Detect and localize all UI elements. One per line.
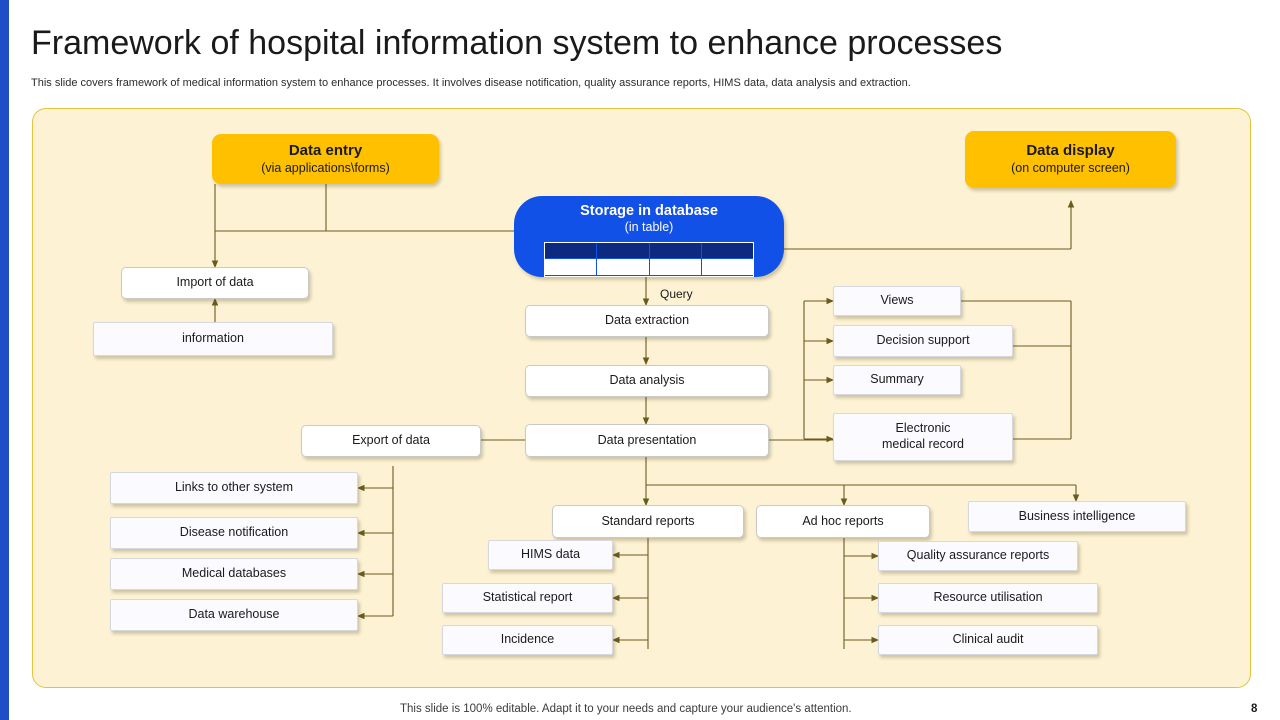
data-display-line1: Data display [1026, 142, 1115, 160]
incidence-label: Incidence [500, 632, 555, 647]
information-label: information [182, 331, 244, 346]
ad-hoc-reports-label: Ad hoc reports [802, 513, 884, 528]
node-views[interactable]: Views [833, 286, 961, 316]
node-data-analysis[interactable]: Data analysis [525, 365, 769, 397]
decision-support-label: Decision support [876, 333, 970, 348]
node-data-entry[interactable]: Data entry (via applications\forms) [212, 134, 439, 184]
medical-databases-label: Medical databases [181, 566, 287, 581]
data-warehouse-label: Data warehouse [188, 607, 280, 622]
node-export-of-data[interactable]: Export of data [301, 425, 481, 457]
quality-assurance-reports-label: Quality assurance reports [906, 548, 1050, 563]
statistical-report-label: Statistical report [482, 590, 573, 605]
data-analysis-label: Data analysis [609, 373, 685, 388]
data-presentation-label: Data presentation [597, 432, 697, 447]
node-data-warehouse[interactable]: Data warehouse [110, 599, 358, 631]
slide-footer: This slide is 100% editable. Adapt it to… [400, 703, 852, 715]
node-quality-assurance-reports[interactable]: Quality assurance reports [878, 541, 1078, 571]
node-data-presentation[interactable]: Data presentation [525, 424, 769, 457]
node-links-to-other-system[interactable]: Links to other system [110, 472, 358, 504]
export-of-data-label: Export of data [352, 433, 430, 448]
hims-data-label: HIMS data [520, 547, 581, 562]
left-accent-bar [0, 0, 9, 720]
node-clinical-audit[interactable]: Clinical audit [878, 625, 1098, 655]
node-medical-databases[interactable]: Medical databases [110, 558, 358, 590]
node-data-display[interactable]: Data display (on computer screen) [965, 131, 1176, 188]
business-intelligence-label: Business intelligence [1018, 508, 1136, 523]
views-label: Views [880, 293, 914, 308]
node-storage-in-database[interactable]: Storage in database (in table) [514, 196, 784, 277]
page-title: Framework of hospital information system… [31, 24, 1003, 62]
node-disease-notification[interactable]: Disease notification [110, 517, 358, 549]
page-subtitle: This slide covers framework of medical i… [31, 77, 911, 89]
node-decision-support[interactable]: Decision support [833, 325, 1013, 357]
resource-utilisation-label: Resource utilisation [933, 590, 1043, 605]
summary-label: Summary [870, 372, 924, 387]
node-business-intelligence[interactable]: Business intelligence [968, 501, 1186, 532]
page-number: 8 [1251, 703, 1258, 715]
node-electronic-medical-record[interactable]: Electronic medical record [833, 413, 1013, 461]
query-label: Query [660, 287, 693, 301]
node-summary[interactable]: Summary [833, 365, 961, 395]
clinical-audit-label: Clinical audit [952, 632, 1024, 647]
node-data-extraction[interactable]: Data extraction [525, 305, 769, 337]
diagram-canvas: Data entry (via applications\forms) Data… [32, 108, 1251, 688]
database-line2: (in table) [624, 220, 674, 235]
data-entry-line1: Data entry [288, 141, 363, 159]
node-resource-utilisation[interactable]: Resource utilisation [878, 583, 1098, 613]
node-standard-reports[interactable]: Standard reports [552, 505, 744, 538]
data-extraction-label: Data extraction [604, 313, 690, 328]
database-table-graphic [544, 241, 754, 277]
links-to-other-system-label: Links to other system [174, 480, 294, 495]
data-display-line2: (on computer screen) [1011, 161, 1130, 176]
node-ad-hoc-reports[interactable]: Ad hoc reports [756, 505, 930, 538]
import-of-data-label: Import of data [176, 275, 254, 290]
node-information[interactable]: information [93, 322, 333, 356]
node-import-of-data[interactable]: Import of data [121, 267, 309, 299]
node-statistical-report[interactable]: Statistical report [442, 583, 613, 613]
electronic-medical-record-label: Electronic medical record [882, 421, 964, 451]
disease-notification-label: Disease notification [179, 525, 289, 540]
standard-reports-label: Standard reports [601, 513, 695, 528]
database-line1: Storage in database [580, 203, 718, 219]
data-entry-line2: (via applications\forms) [261, 160, 390, 175]
node-hims-data[interactable]: HIMS data [488, 540, 613, 570]
node-incidence[interactable]: Incidence [442, 625, 613, 655]
